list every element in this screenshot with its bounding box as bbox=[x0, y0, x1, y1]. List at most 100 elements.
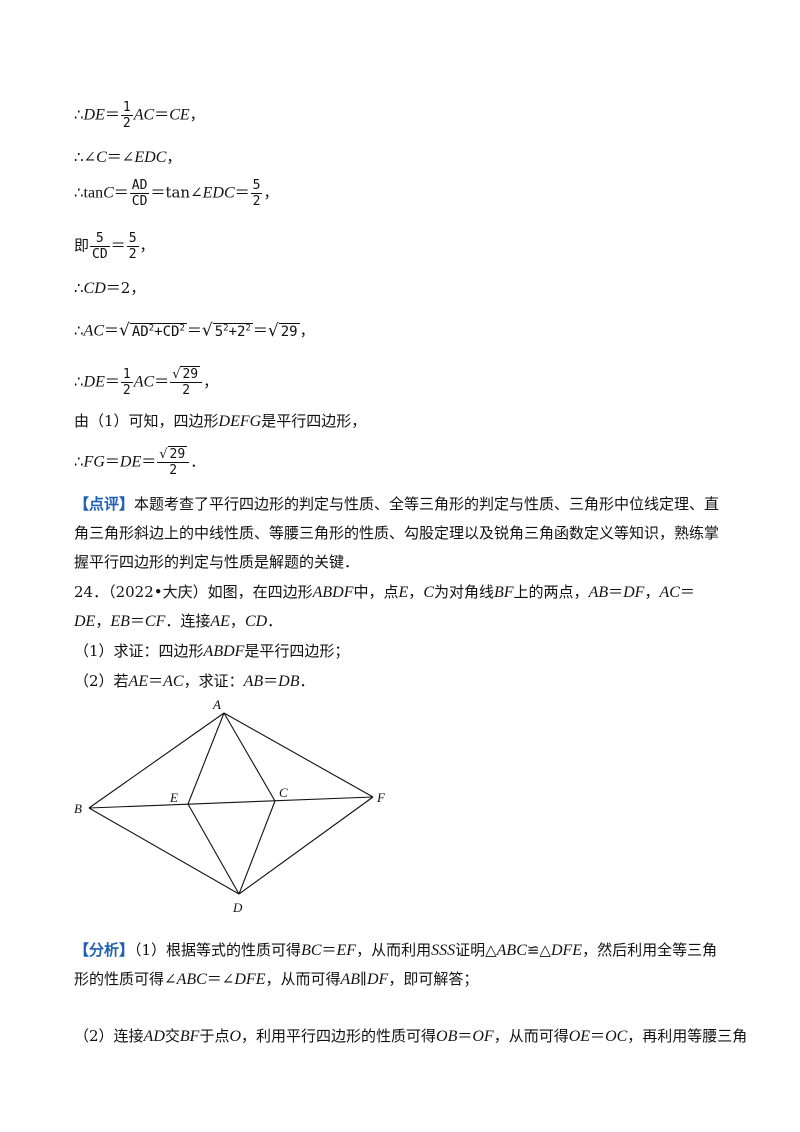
therefore-symbol: ∴ bbox=[74, 372, 84, 391]
analysis-paragraph: 【分析】（1）根据等式的性质可得BC＝EF，从而利用SSS证明△ABC≌△DFE… bbox=[74, 936, 730, 994]
math-var: EDC bbox=[134, 149, 167, 166]
therefore-symbol: ∴ bbox=[74, 452, 84, 471]
segment-BF bbox=[88, 796, 374, 809]
math-op: ＝tan∠ bbox=[150, 183, 203, 202]
denominator: 2 bbox=[182, 383, 191, 398]
text: ≌△ bbox=[526, 941, 551, 959]
solution-step-6: ∴AC＝√AD2+CD2＝√52+22＝√29， bbox=[74, 318, 315, 342]
solution-step-8: 由（1）可知，四边形DEFG是平行四边形， bbox=[74, 411, 366, 432]
square-root: √29 bbox=[159, 446, 188, 462]
therefore-symbol: ∴ bbox=[74, 321, 84, 340]
solution-step-2: ∴∠C＝∠EDC， bbox=[74, 147, 181, 168]
text: （2）连接 bbox=[74, 1027, 144, 1045]
numerator: 5 bbox=[250, 178, 263, 194]
segment-BD bbox=[88, 807, 240, 895]
radicand: 29 bbox=[278, 322, 300, 340]
text: ， bbox=[229, 612, 245, 630]
text: ＝ bbox=[590, 1027, 606, 1045]
numerator: 1 bbox=[120, 100, 133, 116]
math-var: EDC bbox=[202, 184, 235, 202]
therefore-symbol: ∴ bbox=[74, 148, 84, 166]
text: ＝ bbox=[129, 612, 145, 630]
math-var: OC bbox=[605, 1028, 628, 1045]
math-var: OE bbox=[568, 1028, 591, 1045]
radicand-term: AD bbox=[131, 323, 149, 340]
denominator: CD bbox=[92, 247, 108, 262]
radical-sign: √ bbox=[201, 320, 213, 341]
label-E: E bbox=[169, 790, 178, 805]
label-C: C bbox=[279, 785, 288, 800]
math-var: DFE bbox=[234, 971, 266, 988]
text: ，然后利用全等三角形的性质可得∠ bbox=[74, 941, 718, 988]
math-var: AC bbox=[659, 584, 680, 601]
math-var: OF bbox=[472, 1028, 494, 1045]
math-var: ABC bbox=[176, 971, 207, 988]
math-var: E bbox=[398, 584, 409, 601]
segment-FD bbox=[238, 796, 374, 895]
punctuation: ， bbox=[299, 321, 315, 340]
math-var: AB bbox=[340, 971, 361, 988]
math-var: AB bbox=[588, 584, 609, 601]
punctuation: ， bbox=[139, 236, 155, 255]
segment-CD bbox=[238, 800, 276, 895]
review-paragraph: 【点评】本题考查了平行四边形的判定与性质、全等三角形的判定与性质、三角形中位线定… bbox=[74, 490, 730, 577]
math-op: ＝ bbox=[154, 105, 170, 124]
radicand-term: +2 bbox=[228, 323, 246, 340]
math-op: ＝ bbox=[234, 183, 250, 202]
text: ＝ bbox=[263, 672, 279, 690]
math-var: DE bbox=[83, 106, 105, 124]
math-var: BF bbox=[179, 1028, 200, 1045]
denominator: 2 bbox=[252, 194, 261, 209]
square-root: √52+22 bbox=[202, 318, 253, 342]
radicand-term: +CD bbox=[154, 323, 180, 340]
math-op: ＝∠ bbox=[106, 148, 135, 166]
text: ＝∠ bbox=[206, 970, 235, 988]
exponent: 2 bbox=[148, 323, 155, 333]
segment-AC bbox=[223, 712, 276, 802]
solution-step-5: ∴CD＝2， bbox=[74, 278, 145, 299]
text: ， bbox=[95, 612, 111, 630]
punctuation: ， bbox=[189, 105, 205, 124]
text: ，从而利用 bbox=[356, 941, 432, 959]
math-var: DE bbox=[119, 453, 142, 471]
math-var: DB bbox=[278, 673, 300, 690]
math-var: ABDF bbox=[203, 643, 245, 660]
denominator: 2 bbox=[128, 247, 137, 262]
review-tag: 【点评】 bbox=[74, 495, 135, 513]
review-text: 本题考查了平行四边形的判定与性质、全等三角形的判定与性质、三角形中位线定理、直角… bbox=[74, 495, 720, 571]
numerator: AD bbox=[129, 178, 150, 194]
therefore-symbol: ∴ bbox=[74, 279, 84, 297]
math-op: ＝ bbox=[141, 452, 157, 471]
numerator: 1 bbox=[120, 367, 133, 383]
label-B: B bbox=[74, 801, 82, 816]
text: 上的两点， bbox=[513, 583, 589, 601]
math-var: CE bbox=[169, 106, 190, 124]
numerator: 5 bbox=[126, 231, 139, 247]
punctuation: ， bbox=[203, 372, 219, 391]
radicand: 52+22 bbox=[212, 322, 253, 340]
punctuation: ， bbox=[130, 279, 146, 297]
segment-AF bbox=[223, 712, 374, 798]
text: ＝ bbox=[321, 941, 337, 959]
text: ，即可解答； bbox=[388, 970, 479, 988]
math-var: AB bbox=[243, 673, 264, 690]
math-op: ＝ bbox=[104, 372, 120, 391]
math-var: AE bbox=[128, 673, 149, 690]
problem-statement: 24．（2022•大庆）如图，在四边形ABDF中，点E，C为对角线BF上的两点，… bbox=[74, 578, 730, 636]
math-op: ＝ bbox=[186, 321, 202, 340]
text: 由（1）可知，四边形 bbox=[74, 412, 219, 430]
math-var: C bbox=[103, 184, 114, 202]
math-var: AC bbox=[133, 106, 155, 124]
text: （2）若 bbox=[74, 672, 129, 690]
text: ， bbox=[644, 583, 660, 601]
word-ji: 即 bbox=[74, 236, 90, 255]
radical-sign: √ bbox=[172, 367, 181, 382]
math-var: EB bbox=[110, 613, 130, 630]
math-var: BF bbox=[494, 584, 514, 601]
radical-sign: √ bbox=[159, 447, 168, 462]
